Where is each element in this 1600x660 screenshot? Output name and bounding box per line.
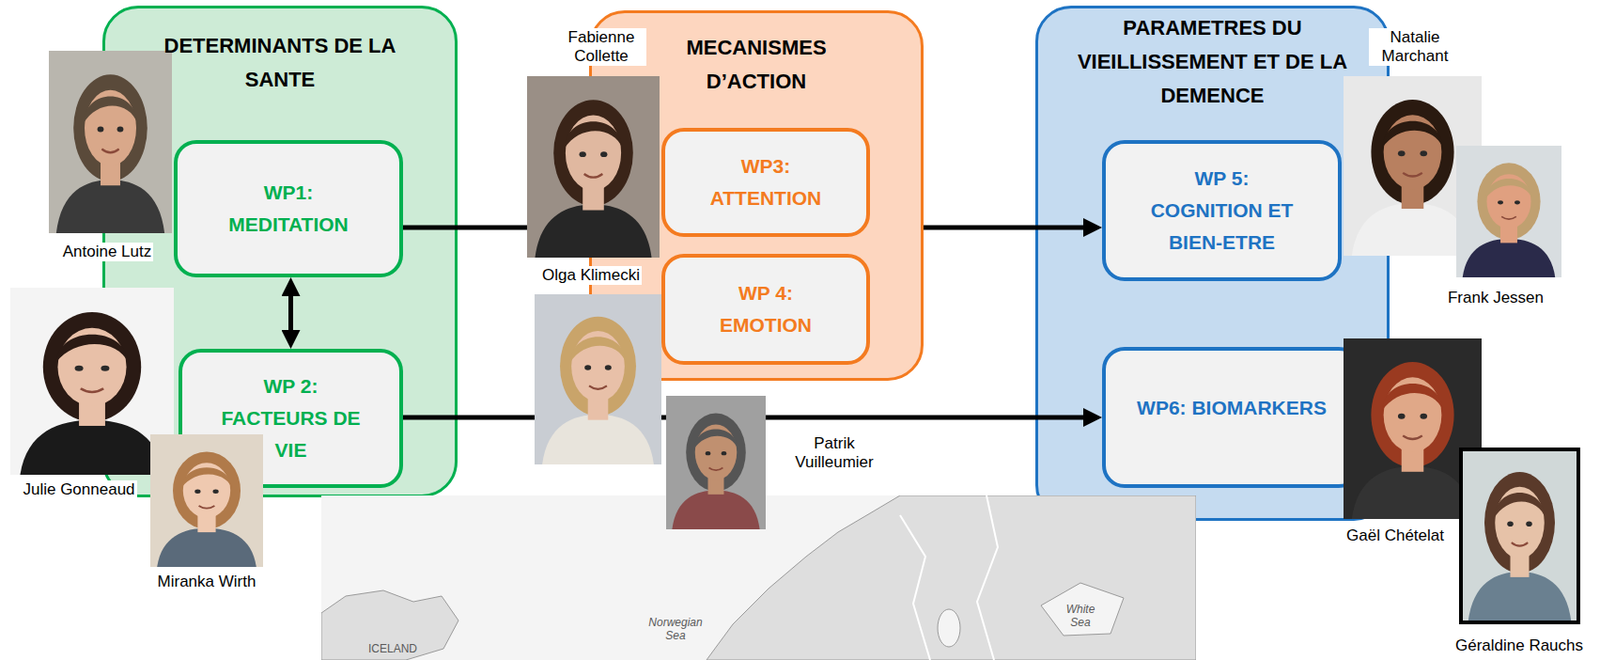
person-name: Antoine Lutz (61, 242, 155, 262)
box-label: WP6: BIOMARKERS (1118, 391, 1345, 424)
map-label: ICELAND (368, 641, 418, 655)
portrait-photo (666, 395, 766, 529)
box-label: WP3: ATTENTION (699, 150, 832, 215)
panel-heading: DETERMINANTS DE LA SANTE (139, 29, 421, 97)
work-package-box: WP 5: COGNITION ET BIEN-ETRE (1102, 139, 1342, 281)
map-lake (937, 608, 961, 647)
person-name: Frank Jessen (1445, 288, 1546, 308)
work-package-box: WP6: BIOMARKERS (1102, 346, 1362, 488)
work-package-box: WP 4: EMOTION (661, 253, 870, 365)
arrow-connector (403, 415, 1086, 420)
map-label: Norwegian Sea (641, 615, 710, 642)
panel-heading: MECANISMES D’ACTION (652, 31, 860, 99)
person-name: Fabienne Collette (556, 28, 647, 66)
box-label: WP 5: COGNITION ET BIEN-ETRE (1142, 162, 1303, 259)
panel: PARAMETRES DU VIEILLISSEMENT ET DE LA DE… (1035, 5, 1390, 521)
box-label: WP 2: FACTEURS DE VIE (211, 370, 372, 467)
panel-heading: PARAMETRES DU VIEILLISSEMENT ET DE LA DE… (1053, 11, 1373, 113)
box-label: WP 4: EMOTION (704, 277, 827, 342)
map-border (977, 495, 998, 660)
work-package-box: WP3: ATTENTION (661, 127, 870, 237)
map-sea (1040, 582, 1124, 636)
box-label: WP1: MEDITATION (217, 176, 359, 241)
person-name: Natalie Marchant (1368, 28, 1461, 66)
person-name: Olga Klimecki (540, 265, 642, 285)
photo-frame (1460, 449, 1579, 622)
panel: DETERMINANTS DE LA SANTE WP1: MEDITATION W… (102, 5, 458, 498)
portrait-photo (1460, 449, 1579, 622)
map-land (321, 590, 459, 660)
work-package-box: WP 2: FACTEURS DE VIE (178, 348, 404, 488)
person-name: Miranka Wirth (155, 572, 259, 591)
person-name: Julie Gonneaud (20, 480, 137, 499)
person-name: Patrik Vuilleumier (783, 434, 886, 472)
person-name: Géraldine Rauchs (1453, 636, 1585, 655)
panel: MECANISMES D’ACTION WP3: ATTENTION WP 4: E… (589, 10, 924, 381)
portrait-photo (1456, 145, 1562, 278)
work-package-box: WP1: MEDITATION (173, 139, 404, 278)
map-label: White Sea (1059, 602, 1102, 629)
map-border (900, 514, 931, 660)
person-name: Gaël Chételat (1344, 526, 1446, 545)
